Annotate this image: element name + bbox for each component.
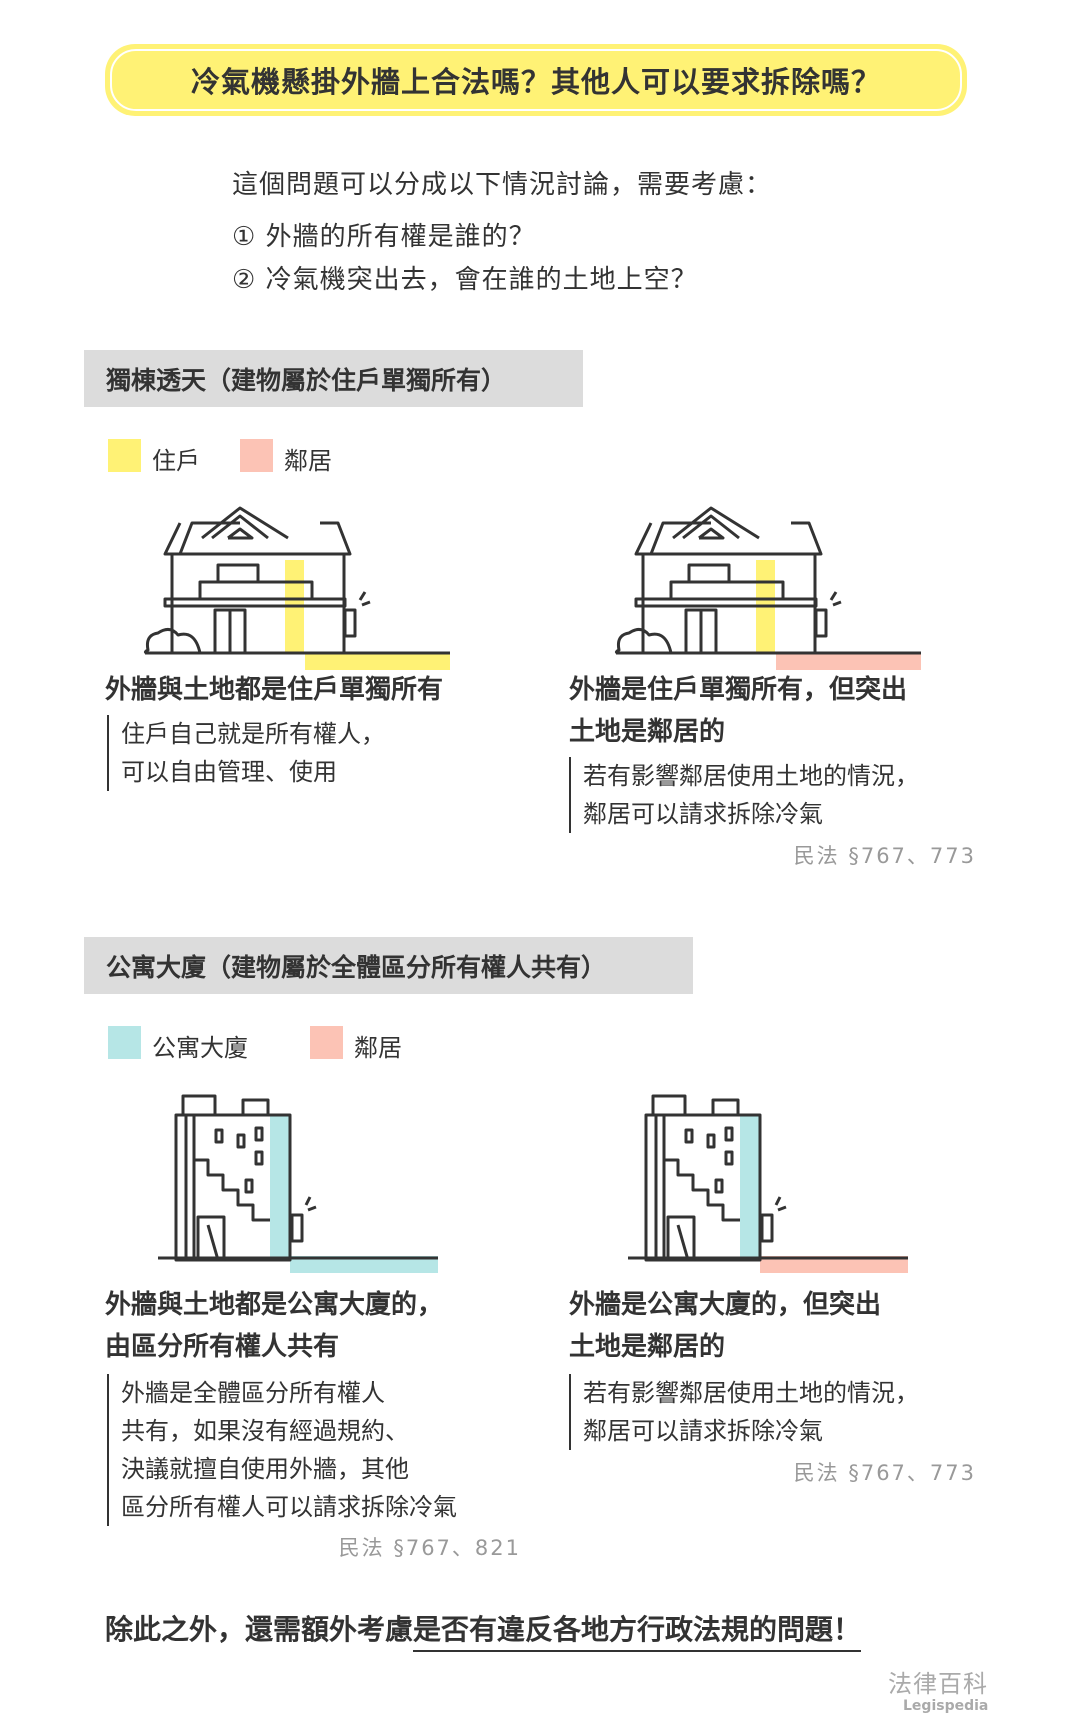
body-line: 區分所有權人可以請求拆除冷氣 [121, 1493, 457, 1521]
legend-label-apartment: 公寓大廈 [152, 1034, 248, 1062]
page-title: 冷氣機懸掛外牆上合法嗎？其他人可以要求拆除嗎？ [110, 49, 962, 111]
body-line: 決議就擅自使用外牆，其他 [121, 1455, 409, 1483]
caption-line: 外牆與土地都是公寓大廈的， [105, 1290, 444, 1320]
legend-swatch-neighbor [310, 1026, 343, 1059]
body-line: 若有影響鄰居使用土地的情況， [583, 762, 919, 790]
case4-citation: 民法 §767、773 [793, 1461, 976, 1485]
legend-label-resident: 住戶 [152, 447, 200, 475]
case2-body: 若有影響鄰居使用土地的情況， 鄰居可以請求拆除冷氣 [569, 757, 919, 833]
body-line: 共有，如果沒有經過規約、 [121, 1417, 409, 1445]
legend-swatch-neighbor [240, 439, 273, 472]
caption-line: 土地是鄰居的 [569, 1332, 726, 1362]
section-header-apartment: 公寓大廈（建物屬於全體區分所有權人共有） [84, 937, 693, 994]
apartment-illustration-common-land [158, 1094, 438, 1273]
footer-note-prefix: 除此之外，還需額外考慮 [105, 1613, 414, 1646]
case4-body: 若有影響鄰居使用土地的情況， 鄰居可以請求拆除冷氣 [569, 1374, 919, 1450]
section-header-house: 獨棟透天（建物屬於住戶單獨所有） [84, 350, 583, 407]
logo-zh: 法律百科 [888, 1670, 988, 1698]
intro-lead: 這個問題可以分成以下情況討論，需要考慮： [232, 170, 773, 200]
case4-caption: 外牆是公寓大廈的，但突出土地是鄰居的 [569, 1284, 881, 1368]
legend-swatch-resident [108, 439, 141, 472]
caption-line: 外牆是公寓大廈的，但突出 [569, 1290, 882, 1320]
intro-question-2: ② 冷氣機突出去，會在誰的土地上空？ [232, 265, 698, 295]
body-line: 鄰居可以請求拆除冷氣 [583, 1417, 823, 1445]
body-line: 若有影響鄰居使用土地的情況， [583, 1379, 919, 1407]
legend-label-neighbor: 鄰居 [354, 1034, 402, 1062]
house-illustration-resident-land [143, 506, 450, 670]
caption-line: 由區分所有權人共有 [105, 1332, 340, 1362]
case2-citation: 民法 §767、773 [793, 844, 976, 868]
footer-note: 除此之外，還需額外考慮是否有違反各地方行政法規的問題！ [105, 1608, 862, 1652]
title-banner: 冷氣機懸掛外牆上合法嗎？其他人可以要求拆除嗎？ [105, 44, 967, 116]
footer-note-emphasis: 是否有違反各地方行政法規的問題！ [413, 1613, 862, 1652]
body-line: 可以自由管理、使用 [121, 758, 337, 786]
case3-citation: 民法 §767、821 [338, 1536, 521, 1560]
legend-swatch-apartment [108, 1026, 141, 1059]
case3-body: 外牆是全體區分所有權人共有，如果沒有經過規約、決議就擅自使用外牆，其他區分所有權… [107, 1374, 457, 1526]
case3-caption: 外牆與土地都是公寓大廈的， 由區分所有權人共有 [105, 1284, 443, 1368]
apartment-illustration-neighbor-land [628, 1094, 908, 1273]
body-line: 住戶自己就是所有權人， [121, 720, 385, 748]
body-line: 鄰居可以請求拆除冷氣 [583, 800, 823, 828]
case1-caption: 外牆與土地都是住戶單獨所有 [105, 675, 444, 705]
caption-line: 外牆是住戶單獨所有，但突出 [569, 675, 908, 705]
house-illustration-neighbor-land [614, 506, 921, 670]
body-line: 外牆是全體區分所有權人 [121, 1379, 385, 1407]
logo-en: Legispedia [903, 1698, 989, 1714]
case1-body: 住戶自己就是所有權人， 可以自由管理、使用 [107, 715, 385, 791]
intro-question-1: ① 外牆的所有權是誰的？ [232, 222, 536, 252]
legend-label-neighbor: 鄰居 [284, 447, 332, 475]
caption-line: 土地是鄰居的 [569, 717, 726, 747]
case2-caption: 外牆是住戶單獨所有，但突出土地是鄰居的 [569, 669, 907, 753]
